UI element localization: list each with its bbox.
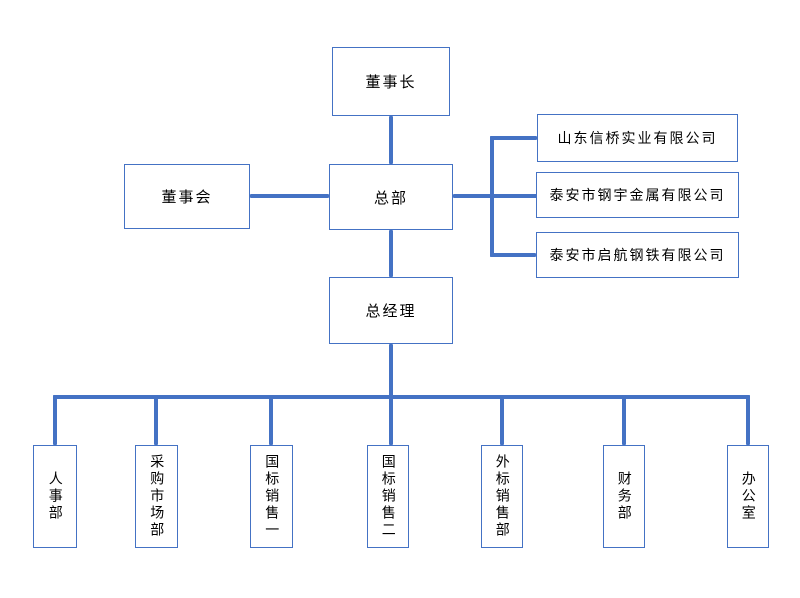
node-chairman-label: 董事长 [365,74,417,91]
node-headquarters-label: 总部 [373,189,408,207]
connector-departments-distributor [53,395,750,399]
node-company-2-label: 泰安市钢宇金属有限公司 [549,187,726,203]
connector-hq-gm [389,230,393,277]
connector-companies-vertical [490,136,494,257]
connector-board-hq [250,194,329,198]
node-dept-national-sales-2: 国标销售二 [367,445,409,548]
node-company-2: 泰安市钢宇金属有限公司 [536,172,739,218]
connector-company3-branch [490,253,536,257]
connector-chairman-hq [389,116,393,164]
node-dept-office-label: 办公室 [740,471,757,522]
node-dept-finance-label: 财务部 [616,471,633,522]
connector-drop-dept-6 [622,395,626,445]
node-board: 董事会 [124,164,250,229]
connector-hq-companies-trunk [453,194,537,198]
node-dept-purchasing-market: 采购市场部 [135,445,178,548]
connector-company1-branch [490,136,537,140]
node-headquarters: 总部 [329,164,453,230]
node-dept-finance: 财务部 [603,445,645,548]
node-dept-office: 办公室 [727,445,769,548]
connector-drop-dept-5 [500,395,504,445]
node-board-label: 董事会 [161,189,213,206]
node-chairman: 董事长 [332,47,450,116]
node-general-manager: 总经理 [329,277,453,344]
node-company-1-label: 山东信桥实业有限公司 [557,130,718,146]
node-company-1: 山东信桥实业有限公司 [537,114,738,162]
node-company-3: 泰安市启航钢铁有限公司 [536,232,739,278]
node-dept-national-sales-2-label: 国标销售二 [380,454,397,539]
connector-drop-dept-2 [154,395,158,445]
connector-drop-dept-3 [269,395,273,445]
node-dept-external-sales: 外标销售部 [481,445,523,548]
connector-gm-distributor [389,344,393,445]
node-dept-external-sales-label: 外标销售部 [494,454,511,539]
node-dept-national-sales-1: 国标销售一 [250,445,293,548]
connector-drop-dept-1 [53,395,57,445]
node-company-3-label: 泰安市启航钢铁有限公司 [549,247,726,263]
node-dept-hr: 人事部 [33,445,77,548]
node-dept-hr-label: 人事部 [47,471,64,522]
node-dept-purchasing-market-label: 采购市场部 [149,454,166,539]
connector-drop-dept-7 [746,395,750,445]
node-dept-national-sales-1-label: 国标销售一 [264,454,281,539]
node-general-manager-label: 总经理 [365,303,417,320]
